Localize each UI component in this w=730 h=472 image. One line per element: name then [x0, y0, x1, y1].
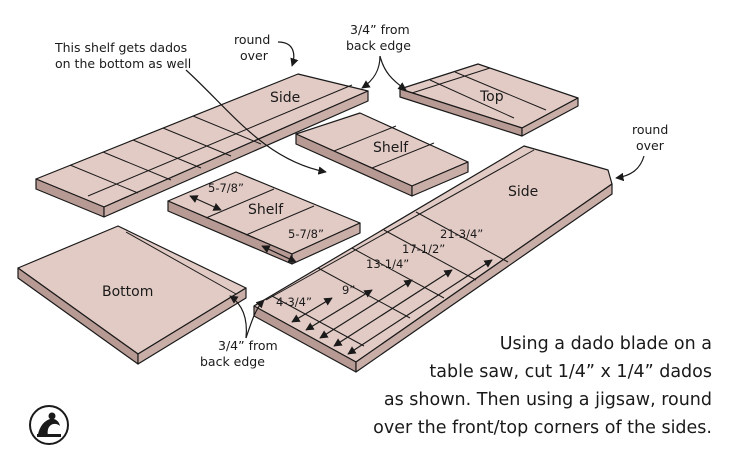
shelf-board-upper: [295, 112, 469, 197]
shelf-dim-arrow-b: [261, 245, 297, 263]
from-back-bottom-line2: back edge: [200, 354, 265, 369]
from-back-bottom-arrow-left: [229, 295, 247, 339]
instruction-caption: Using a dado blade on a table saw, cut 1…: [292, 330, 712, 442]
shelf-board-lower: [167, 171, 361, 265]
side-dim-4: 17-1/2”: [402, 242, 445, 256]
shelf-dim-b: 5-7/8”: [288, 227, 324, 241]
from-back-top-arrow-right: [379, 55, 407, 91]
from-back-top-line2: back edge: [346, 38, 411, 53]
bottom-label: Bottom: [102, 284, 153, 300]
side-dim-5: 21-3/4”: [440, 227, 483, 241]
shelf-upper-label: Shelf: [373, 140, 409, 156]
caption-line-4: over the front/top corners of the sides.: [373, 418, 712, 438]
from-back-bottom-line1: 3/4” from: [218, 338, 278, 353]
round-over-top-line1: round: [234, 32, 270, 47]
shelf-note-line1: This shelf gets dados: [54, 40, 187, 55]
shelf-dim-arrow-a: [189, 195, 222, 211]
from-back-top-line1: 3/4” from: [350, 22, 410, 37]
top-board: [399, 63, 579, 137]
side-left-label: Side: [270, 90, 300, 106]
shelf-note-line2: on the bottom as well: [55, 56, 191, 71]
side-dim-2: 9”: [342, 283, 355, 297]
side-board-left: [35, 73, 369, 218]
side-left-dados: [69, 84, 353, 197]
from-back-bottom-arrow-right: [245, 299, 265, 339]
caption-line-3: as shown. Then using a jigsaw, round: [383, 390, 712, 410]
from-back-top-arrow-left: [361, 55, 381, 89]
side-dim-3: 13-1/4”: [366, 257, 409, 271]
brand-logo-icon: [29, 405, 69, 445]
caption-line-2: table saw, cut 1/4” x 1/4” dados: [429, 362, 712, 382]
side-dim-1: 4-3/4”: [276, 295, 312, 309]
round-over-right-line1: round: [632, 122, 668, 137]
side-right-dim-arrows: [291, 259, 493, 355]
shelf-note-arrow: [185, 69, 327, 175]
shelf-dim-a: 5-7/8”: [208, 181, 244, 195]
top-label: Top: [479, 89, 504, 105]
round-over-top-line2: over: [240, 48, 269, 63]
shelf-lower-label: Shelf: [248, 202, 284, 218]
caption-line-1: Using a dado blade on a: [499, 334, 712, 354]
round-over-right-line2: over: [636, 138, 665, 153]
side-right-label: Side: [508, 184, 538, 200]
round-over-top-arrow: [277, 41, 299, 67]
bottom-board: [17, 225, 247, 365]
round-over-right-arrow: [615, 155, 645, 182]
